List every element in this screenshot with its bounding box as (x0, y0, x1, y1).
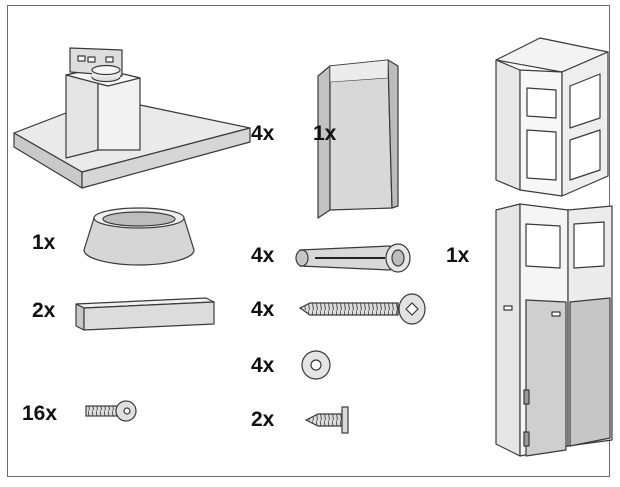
short-screw-icon (85, 400, 137, 422)
qty-label-support-frame: 1x (446, 244, 470, 267)
bracket-bar-icon (75, 297, 215, 331)
qty-label-lower-chimney: 1x (313, 122, 337, 145)
hood-canopy-icon (13, 47, 251, 189)
long-screw-icon (298, 293, 426, 325)
wall-anchor-icon (295, 243, 411, 273)
qty-label-short-screw: 16x (22, 402, 58, 425)
qty-label-reducer-ring: 1x (32, 231, 56, 254)
qty-label-wood-screw: 4x (251, 298, 275, 321)
small-screw-icon (304, 406, 349, 434)
qty-label-chimney-bracket: 4x (251, 122, 275, 145)
qty-label-small-screw: 2x (251, 408, 275, 431)
chimney-cover-icon (317, 59, 399, 219)
qty-label-wall-anchor: 4x (251, 244, 275, 267)
qty-label-bracket-bar: 2x (32, 299, 56, 322)
support-frame-icon (495, 37, 613, 457)
qty-label-washer: 4x (251, 354, 275, 377)
reducer-ring-icon (83, 207, 195, 266)
washer-icon (301, 350, 331, 380)
